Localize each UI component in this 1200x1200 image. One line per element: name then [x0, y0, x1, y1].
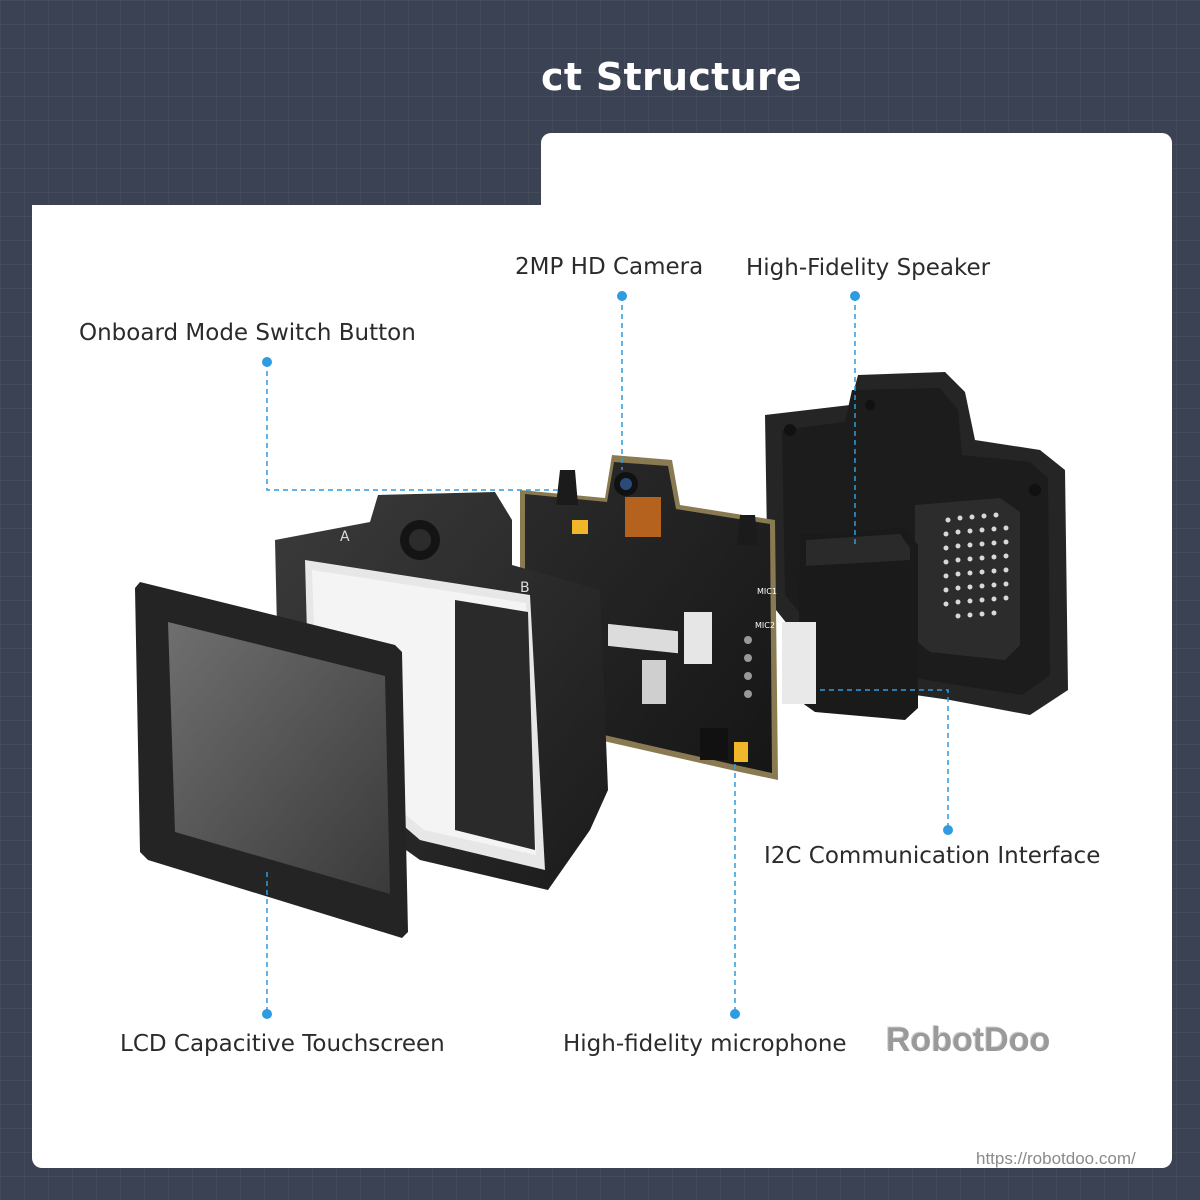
speaker-grille: [943, 512, 1009, 619]
leader-dots: [262, 291, 953, 1019]
camera-label: 2MP HD Camera: [515, 254, 704, 280]
button-b-label: B: [520, 580, 530, 596]
page-title: ct Structure: [541, 55, 803, 99]
touchscreen-label: LCD Capacitive Touchscreen: [120, 1031, 445, 1057]
brand-url: https://robotdoo.com/: [976, 1149, 1136, 1168]
button-a-label: A: [340, 529, 350, 545]
touchscreen-panel: [135, 582, 408, 938]
card-tab: [541, 133, 1172, 213]
leader-lines: [266, 296, 949, 1012]
mic1-label: MIC1: [757, 587, 777, 596]
i2c-label: I2C Communication Interface: [764, 843, 1101, 869]
microphone-label: High-fidelity microphone: [563, 1031, 847, 1057]
speaker-label: High-Fidelity Speaker: [746, 255, 991, 281]
brand-watermark: RobotDoo: [886, 1021, 1051, 1059]
speaker-module: [798, 528, 918, 720]
mic2-label: MIC2: [755, 621, 775, 630]
mode-switch-label: Onboard Mode Switch Button: [79, 320, 416, 346]
